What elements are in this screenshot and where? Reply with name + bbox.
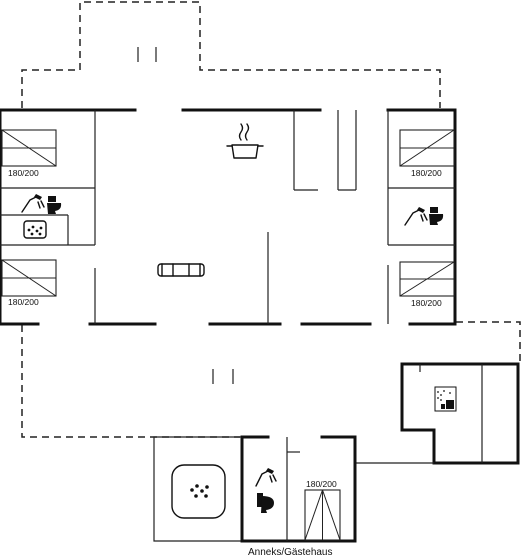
toilet-icon [429, 207, 444, 225]
bed-annex: 180/200 [304, 479, 341, 541]
shower-icon [404, 207, 428, 226]
interior-partitions [0, 110, 455, 324]
annex-walls [240, 435, 357, 543]
sofa-icon [157, 263, 205, 277]
bed-size-label: 180/200 [8, 168, 39, 178]
bed-bottom-left: 180/200 [1, 259, 57, 307]
shower-icon [255, 468, 277, 487]
bed-size-label: 180/200 [411, 298, 442, 308]
bed-size-label: 180/200 [8, 297, 39, 307]
bed-top-right: 180/200 [399, 129, 455, 178]
entrance-markers [137, 47, 234, 384]
shower-icon [21, 194, 45, 213]
terrace-outline-east [456, 321, 521, 362]
whirlpool-icon [171, 464, 226, 519]
sauna-building-walls [356, 362, 520, 465]
toilet-icon [47, 196, 62, 214]
terrace-outline-north [21, 1, 441, 108]
whirlpool-icon [23, 220, 47, 239]
terrace-outline-south [21, 325, 240, 438]
bed-top-left: 180/200 [1, 129, 57, 178]
kitchen-pot-icon [226, 123, 264, 159]
annex-caption: Anneks/Gästehaus [248, 547, 333, 558]
sauna-icon [434, 386, 457, 412]
bed-bottom-right: 180/200 [399, 261, 455, 308]
bed-size-label: 180/200 [411, 168, 442, 178]
bed-size-label: 180/200 [306, 479, 337, 489]
toilet-icon [257, 493, 274, 513]
whirlpool-pavilion [153, 436, 242, 542]
main-house-walls [0, 108, 457, 326]
